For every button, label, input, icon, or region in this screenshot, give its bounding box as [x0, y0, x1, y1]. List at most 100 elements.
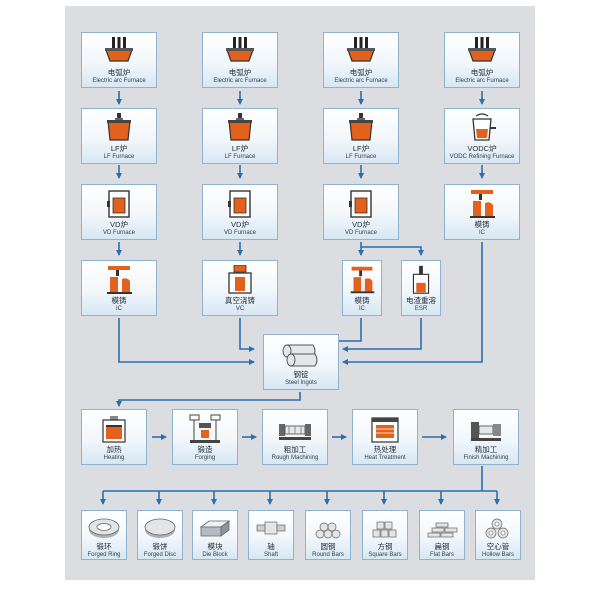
col3-esr-cn: 电渣重溶 — [406, 296, 436, 305]
col1-lf-box: LF炉 LF Furnace — [81, 108, 157, 164]
col3-lf-cn: LF炉 — [352, 144, 370, 153]
forging-icon — [173, 414, 237, 444]
product-forged-ring-en: Forged Ring — [87, 552, 121, 558]
process-rough-en: Rough Machining — [271, 455, 319, 461]
col2-vc-cn: 真空浇铸 — [225, 296, 255, 305]
product-shaft-en: Shaft — [263, 552, 278, 558]
electric-arc-furnace-icon — [324, 37, 398, 67]
product-round-bars-cn: 圆钢 — [320, 542, 336, 551]
col2-furnace-cn: 电弧炉 — [228, 68, 252, 77]
process-heat-treatment-en: Heat Treatment — [364, 455, 406, 461]
lf-furnace-icon — [203, 113, 277, 143]
vacuum-casting-icon — [203, 265, 277, 295]
col1-ic-en: IC — [116, 306, 122, 312]
process-finish-box: 精加工 Finish Machining — [453, 409, 519, 465]
col4-ic-en: IC — [479, 230, 485, 236]
process-heating-cn: 加热 — [106, 445, 122, 454]
product-hollow-bars-cn: 空心管 — [486, 542, 510, 551]
col2-lf-cn: LF炉 — [231, 144, 249, 153]
vd-furnace-icon — [203, 189, 277, 219]
lf-furnace-icon — [82, 113, 156, 143]
electric-arc-furnace-icon — [445, 37, 519, 67]
process-finish-cn: 精加工 — [474, 445, 498, 454]
die-block-icon — [193, 515, 237, 545]
product-forged-disc-box: 锻饼 Forged Disc — [137, 510, 183, 560]
col2-furnace-en: Electric arc Furnace — [213, 78, 267, 84]
col2-vd-cn: VD炉 — [231, 220, 249, 229]
ingot-casting-icon — [343, 265, 381, 295]
steel-ingots-cn: 钢锭 — [293, 370, 309, 379]
col1-furnace-cn: 电弧炉 — [107, 68, 131, 77]
col1-furnace-en: Electric arc Furnace — [92, 78, 146, 84]
process-rough-box: 粗加工 Rough Machining — [262, 409, 328, 465]
col3-vd-cn: VD炉 — [352, 220, 370, 229]
col2-vc-en: VC — [235, 306, 245, 312]
col4-vodc-box: VODC炉 VODC Refining Furnace — [444, 108, 520, 164]
col1-lf-en: LF Furnace — [103, 154, 135, 160]
product-flat-bars-box: 扁钢 Flat Bars — [419, 510, 465, 560]
col4-vodc-cn: VODC炉 — [467, 144, 497, 153]
product-square-bars-cn: 方钢 — [377, 542, 393, 551]
col4-furnace-cn: 电弧炉 — [470, 68, 494, 77]
vodc-furnace-icon — [445, 113, 519, 143]
process-forging-box: 锻造 Forging — [172, 409, 238, 465]
col1-vd-en: VD Furnace — [102, 230, 135, 236]
col3-furnace-cn: 电弧炉 — [349, 68, 373, 77]
col2-lf-en: LF Furnace — [224, 154, 256, 160]
process-forging-en: Forging — [194, 455, 216, 461]
product-die-block-cn: 模块 — [207, 542, 223, 551]
esr-icon — [402, 265, 440, 295]
col1-vd-cn: VD炉 — [110, 220, 128, 229]
process-finish-en: Finish Machining — [463, 455, 509, 461]
col3-esr-en: ESR — [414, 306, 428, 312]
col1-ic-box: 模铸 IC — [81, 260, 157, 316]
forged-ring-icon — [82, 515, 126, 545]
ingot-casting-icon — [445, 189, 519, 219]
round-bars-icon — [306, 515, 350, 545]
vd-furnace-icon — [82, 189, 156, 219]
col4-vodc-en: VODC Refining Furnace — [449, 154, 515, 160]
square-bars-icon — [363, 515, 407, 545]
product-shaft-box: 轴 Shaft — [248, 510, 294, 560]
product-forged-ring-cn: 锻环 — [96, 542, 112, 551]
lf-furnace-icon — [324, 113, 398, 143]
col3-furnace-en: Electric arc Furnace — [334, 78, 388, 84]
col4-furnace-box: 电弧炉 Electric arc Furnace — [444, 32, 520, 88]
col3-lf-en: LF Furnace — [345, 154, 377, 160]
col2-vd-box: VD炉 VD Furnace — [202, 184, 278, 240]
vd-furnace-icon — [324, 189, 398, 219]
col2-vd-en: VD Furnace — [223, 230, 256, 236]
heating-icon — [82, 414, 146, 444]
process-forging-cn: 锻造 — [197, 445, 213, 454]
process-heat-treatment-box: 热处理 Heat Treatment — [352, 409, 418, 465]
electric-arc-furnace-icon — [82, 37, 156, 67]
product-shaft-cn: 轴 — [267, 542, 275, 551]
product-die-block-en: Die Block — [202, 552, 228, 558]
product-forged-ring-box: 锻环 Forged Ring — [81, 510, 127, 560]
product-square-bars-en: Square Bars — [368, 552, 402, 558]
product-die-block-box: 模块 Die Block — [192, 510, 238, 560]
col3-vd-box: VD炉 VD Furnace — [323, 184, 399, 240]
product-flat-bars-cn: 扁钢 — [434, 542, 450, 551]
col4-ic-box: 模铸 IC — [444, 184, 520, 240]
product-hollow-bars-en: Hollow Bars — [481, 552, 514, 558]
steel-ingots-icon — [264, 339, 338, 369]
product-square-bars-box: 方钢 Square Bars — [362, 510, 408, 560]
forged-disc-icon — [138, 515, 182, 545]
col4-ic-cn: 模铸 — [474, 220, 490, 229]
col4-furnace-en: Electric arc Furnace — [455, 78, 509, 84]
col2-furnace-box: 电弧炉 Electric arc Furnace — [202, 32, 278, 88]
col3-vd-en: VD Furnace — [344, 230, 377, 236]
col3-esr-box: 电渣重溶 ESR — [401, 260, 441, 316]
process-heat-treatment-cn: 热处理 — [373, 445, 397, 454]
heat-treatment-icon — [353, 414, 417, 444]
col1-lf-cn: LF炉 — [110, 144, 128, 153]
ingot-casting-icon — [82, 265, 156, 295]
product-flat-bars-en: Flat Bars — [429, 552, 454, 558]
col3-ic-box: 模铸 IC — [342, 260, 382, 316]
steel-ingots-box: 钢锭 Steel Ingots — [263, 334, 339, 390]
col1-vd-box: VD炉 VD Furnace — [81, 184, 157, 240]
steel-ingots-en: Steel Ingots — [285, 380, 317, 386]
product-round-bars-en: Round Bars — [312, 552, 344, 558]
